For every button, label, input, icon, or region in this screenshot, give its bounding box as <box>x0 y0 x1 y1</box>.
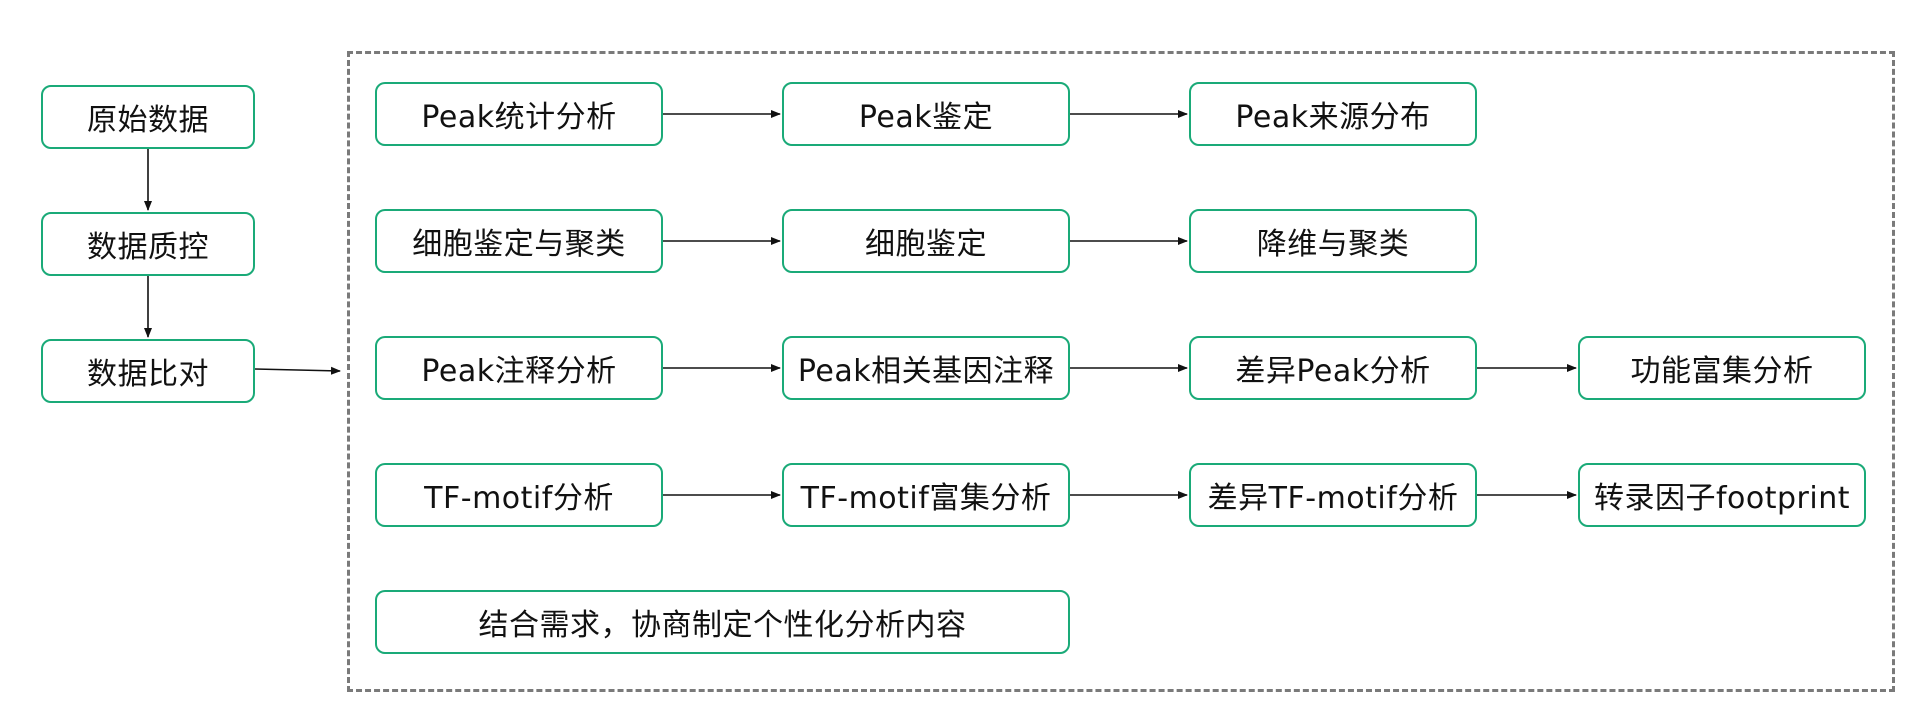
row2-node-3: 降维与聚类 <box>1189 209 1477 273</box>
qc-node: 数据质控 <box>41 212 255 276</box>
raw-data-node: 原始数据 <box>41 85 255 149</box>
row4-node-3: 差异TF-motif分析 <box>1189 463 1477 527</box>
row3-node-3: 差异Peak分析 <box>1189 336 1477 400</box>
row3-node-4: 功能富集分析 <box>1578 336 1866 400</box>
row2-node-1: 细胞鉴定与聚类 <box>375 209 663 273</box>
custom-analysis-node: 结合需求，协商制定个性化分析内容 <box>375 590 1070 654</box>
arrow-alignment-to-frame <box>254 366 341 375</box>
analysis-frame <box>347 51 1895 692</box>
alignment-node: 数据比对 <box>41 339 255 403</box>
row4-node-4: 转录因子footprint <box>1578 463 1866 527</box>
row4-node-1: TF-motif分析 <box>375 463 663 527</box>
row3-node-1: Peak注释分析 <box>375 336 663 400</box>
row2-node-2: 细胞鉴定 <box>782 209 1070 273</box>
row4-node-2: TF-motif富集分析 <box>782 463 1070 527</box>
row1-node-1: Peak统计分析 <box>375 82 663 146</box>
row3-node-2: Peak相关基因注释 <box>782 336 1070 400</box>
row1-node-2: Peak鉴定 <box>782 82 1070 146</box>
row1-node-3: Peak来源分布 <box>1189 82 1477 146</box>
